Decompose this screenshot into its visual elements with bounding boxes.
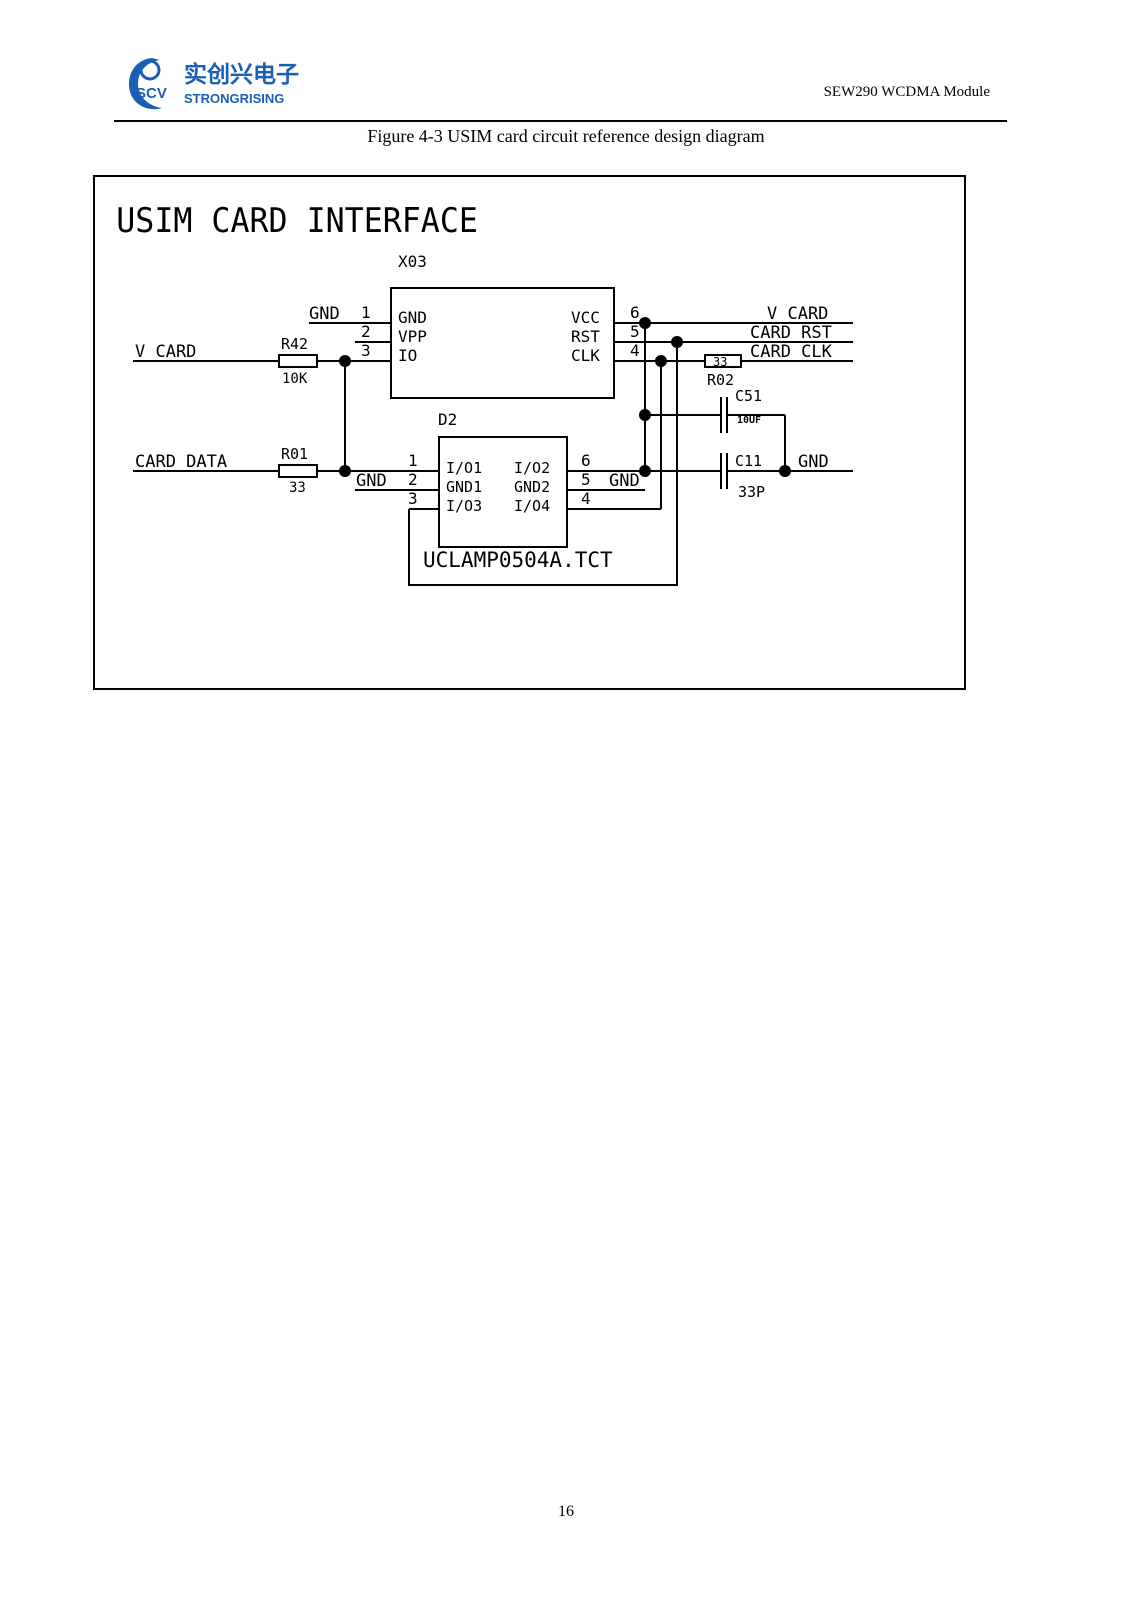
page-number: 16 [558, 1503, 574, 1520]
c51-value: 10UF [737, 415, 761, 426]
x03-pin-rst: RST [571, 327, 600, 346]
junction-dot [639, 317, 651, 329]
logo-chinese: 实创兴电子 [184, 61, 299, 88]
d2-pinnum-3: 3 [408, 489, 418, 508]
gnd-label-d2-left: GND [356, 471, 387, 491]
net-card-rst: CARD_RST [750, 323, 832, 343]
logo-swirl-icon [128, 58, 162, 110]
figure-frame [93, 175, 966, 690]
x03-pin-vpp: VPP [398, 327, 427, 346]
x03-pin-vcc: VCC [571, 308, 600, 327]
gnd-label-right: GND [798, 452, 829, 472]
junction-dot [339, 355, 351, 367]
d2-pin-io3: I/O3 [446, 497, 482, 515]
r42-resistor [278, 354, 318, 368]
gnd-label-x03: GND [309, 304, 340, 324]
c11-value: 33P [738, 483, 765, 501]
junction-dot [655, 355, 667, 367]
d2-pin-gnd1: GND1 [446, 478, 482, 496]
c11-ref: C11 [735, 452, 762, 470]
x03-pin-gnd: GND [398, 308, 427, 327]
d2-pin-io2: I/O2 [514, 459, 550, 477]
d2-pin-io1: I/O1 [446, 459, 482, 477]
r42-value: 10K [282, 371, 308, 387]
x03-pinnum-1: 1 [361, 303, 371, 322]
r01-ref: R01 [281, 445, 308, 463]
net-card-data: CARD_DATA [135, 452, 227, 472]
c51-ref: C51 [735, 387, 762, 405]
net-v-card-right: V_CARD [767, 304, 828, 324]
x03-pinnum-2: 2 [361, 322, 371, 341]
wire [408, 342, 678, 586]
logo-english: STRONGRISING [184, 91, 284, 106]
r02-value: 33 [713, 355, 727, 369]
d2-pinnum-5: 5 [581, 470, 591, 489]
net-v-card-left: V_CARD [135, 342, 196, 362]
document-title: SEW290 WCDMA Module [823, 84, 990, 100]
d2-pinnum-2: 2 [408, 470, 418, 489]
d2-part-number: UCLAMP0504A.TCT [423, 548, 613, 572]
r01-value: 33 [289, 480, 306, 496]
junction-dot [779, 465, 791, 477]
r42-ref: R42 [281, 335, 308, 353]
schematic-title: USIM CARD INTERFACE [116, 201, 478, 240]
x03-ref: X03 [398, 252, 427, 271]
x03-pinnum-5: 5 [630, 322, 640, 341]
page-header: SCV 实创兴电子 STRONGRISING SEW290 WCDMA Modu… [0, 0, 1132, 125]
x03-pin-clk: CLK [571, 346, 600, 365]
gnd-label-d2-right: GND [609, 471, 640, 491]
header-divider [114, 120, 1007, 122]
net-card-clk: CARD_CLK [750, 342, 833, 362]
junction-dot [671, 336, 683, 348]
x03-pin-io: IO [398, 346, 417, 365]
d2-pinnum-4: 4 [581, 489, 591, 508]
x03-pinnum-4: 4 [630, 341, 640, 360]
x03-pinnum-6: 6 [630, 303, 640, 322]
r02-resistor [704, 354, 742, 368]
company-logo: SCV 实创兴电子 STRONGRISING [128, 58, 299, 110]
d2-pinnum-1: 1 [408, 451, 418, 470]
d2-ref: D2 [438, 410, 457, 429]
d2-pin-io4: I/O4 [514, 497, 550, 515]
d2-body [438, 436, 568, 548]
d2-pinnum-6: 6 [581, 451, 591, 470]
logo-mark: SCV [136, 85, 167, 102]
figure-caption: Figure 4-3 USIM card circuit reference d… [367, 126, 765, 146]
r02-ref: R02 [707, 371, 734, 389]
usim-schematic: USIM CARD INTERFACE X03 GND VPP IO VCC R… [93, 175, 966, 690]
d2-pin-gnd2: GND2 [514, 478, 550, 496]
r01-resistor [278, 464, 318, 478]
x03-pinnum-3: 3 [361, 341, 371, 360]
